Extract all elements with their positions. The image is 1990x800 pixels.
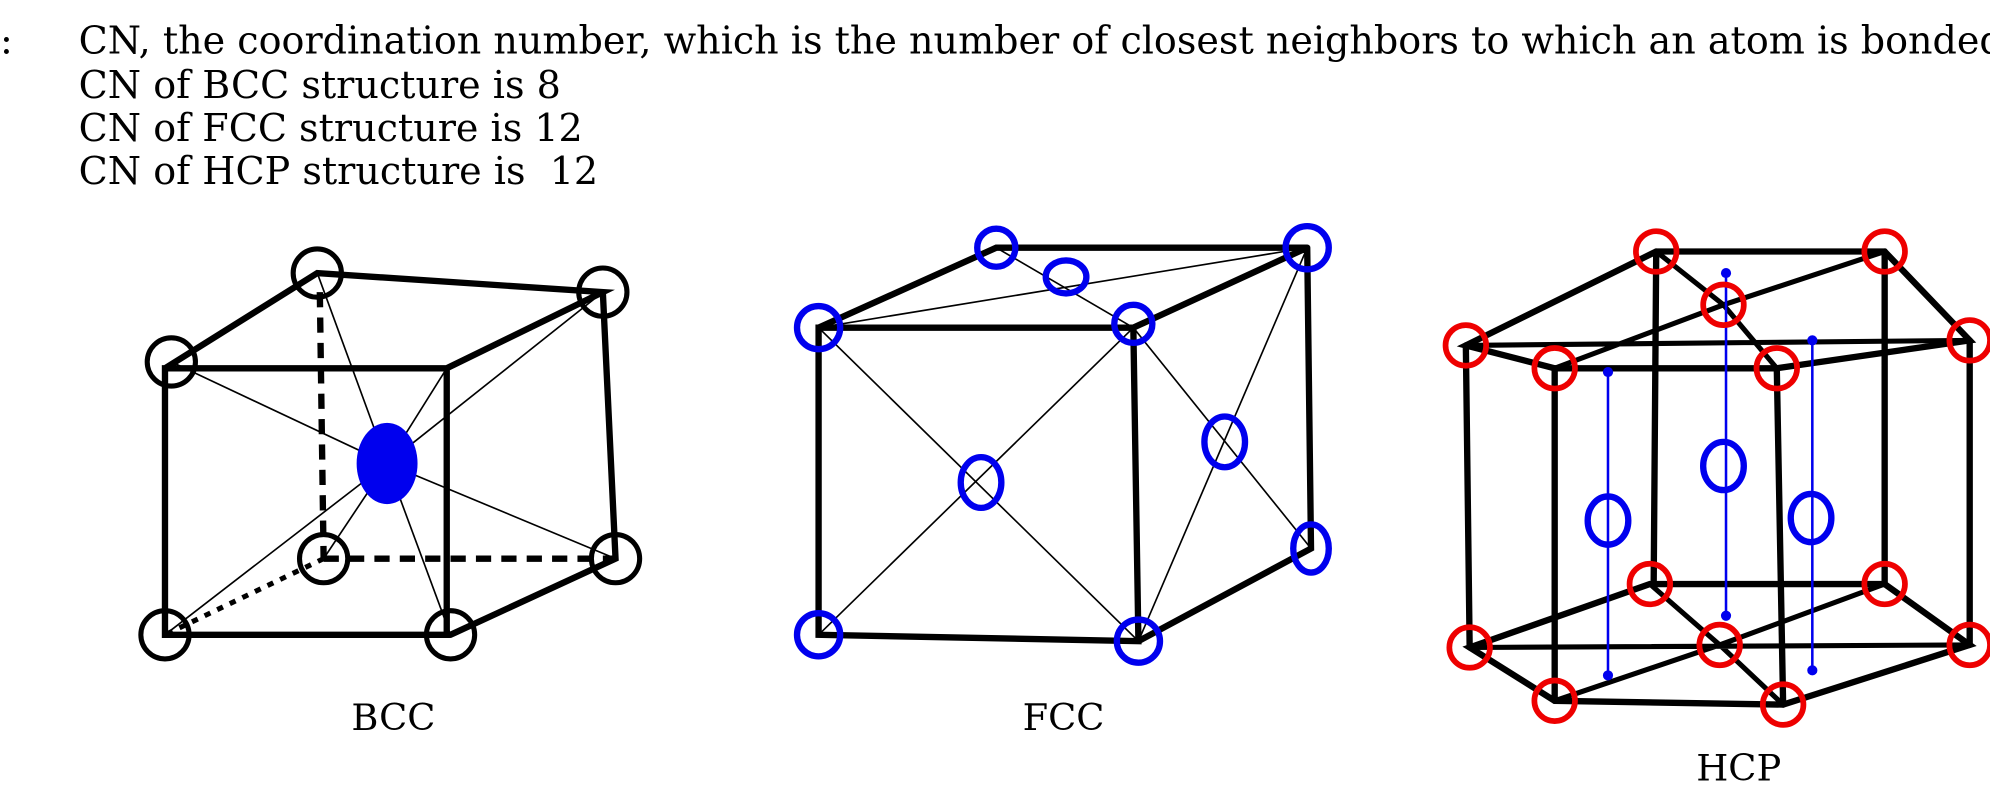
hcp-diagram: HCP: [1442, 228, 1990, 790]
bcc-corner-atoms: [138, 246, 643, 662]
bcc-cn-line: CN of BCC structure is 8: [79, 63, 561, 107]
fcc-label: FCC: [1023, 696, 1105, 739]
bcc-center-atom: [356, 422, 418, 505]
hcp-interior-atoms: [1584, 438, 1835, 548]
bullet-colon: :: [0, 19, 13, 63]
bcc-diagram: BCC: [138, 246, 643, 739]
fcc-thin-bonds: [818, 246, 1312, 642]
hcp-label: HCP: [1696, 747, 1781, 790]
fcc-atoms: [793, 222, 1332, 666]
bcc-label: BCC: [351, 696, 435, 739]
hcp-cn-line: CN of HCP structure is 12: [79, 149, 598, 193]
definition-line: CN, the coordination number, which is th…: [79, 19, 1990, 63]
fcc-cn-line: CN of FCC structure is 12: [79, 106, 583, 150]
fcc-diagram: FCC: [793, 222, 1332, 739]
hcp-atoms: [1442, 228, 1990, 728]
